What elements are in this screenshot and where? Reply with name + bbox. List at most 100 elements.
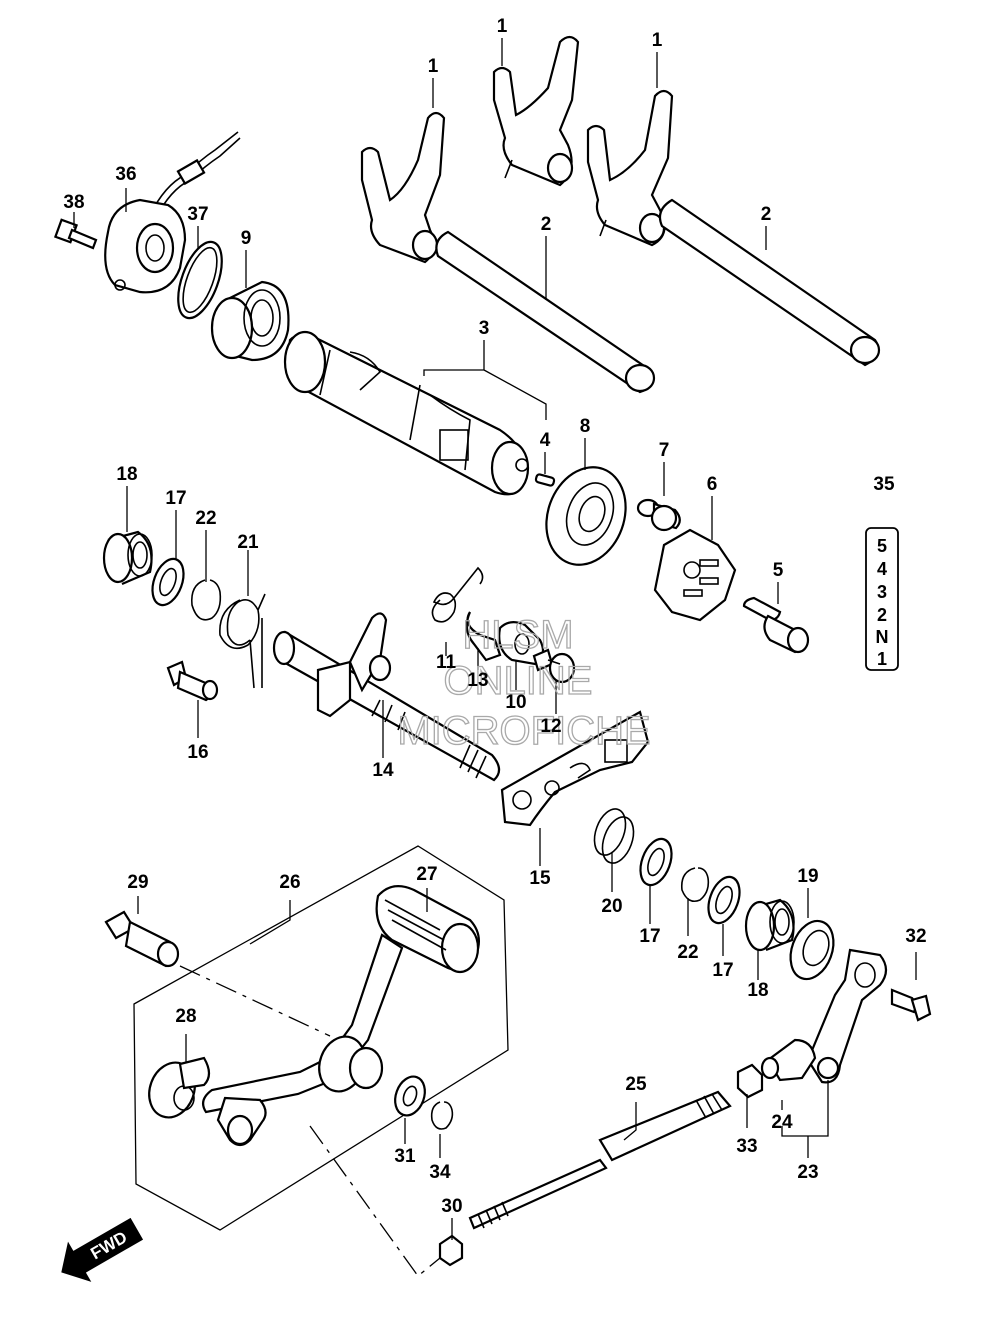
pedal-lever (201, 933, 404, 1114)
leader-lines (73, 38, 917, 1240)
gear-selector-indicator (865, 527, 899, 671)
label-10: 10 (505, 692, 526, 713)
needle-bearing-9 (210, 280, 290, 362)
bolt-32 (890, 988, 932, 1022)
label-16: 16 (187, 742, 208, 763)
label-13: 13 (467, 670, 488, 691)
label-29: 29 (127, 872, 148, 893)
label-2-right: 2 (761, 204, 772, 225)
bearing-19 (789, 919, 835, 981)
shift-arm-plate (500, 710, 650, 827)
dash-line-upper (179, 965, 331, 1037)
label-22-upper: 22 (195, 508, 216, 529)
label-31: 31 (394, 1146, 416, 1167)
label-2-left: 2 (541, 214, 552, 235)
label-25: 25 (625, 1074, 647, 1095)
label-26: 26 (279, 872, 300, 893)
label-19: 19 (797, 866, 818, 887)
label-7: 7 (659, 440, 670, 461)
pin-5 (742, 596, 810, 654)
sensor-bolt (53, 218, 98, 250)
washer-17-upper (151, 557, 185, 607)
bolt-29 (104, 910, 180, 968)
shift-fork-left (360, 111, 446, 264)
label-14: 14 (372, 760, 394, 781)
nut-33 (736, 1063, 764, 1099)
bolt-16 (166, 660, 219, 702)
label-17-middle: 17 (639, 926, 660, 947)
label-23: 23 (797, 1162, 818, 1183)
shift-rod-lower (468, 1158, 608, 1230)
pedal-assembly-frame (133, 845, 509, 1231)
shift-fork-middle (492, 35, 580, 187)
label-18-lower: 18 (747, 980, 768, 1001)
pin-4 (534, 473, 556, 487)
label-28: 28 (175, 1006, 196, 1027)
label-17-lower: 17 (712, 960, 733, 981)
pawl-13 (465, 611, 502, 662)
watermark-line-1: HLSM (462, 613, 573, 657)
pedal-clevis (216, 1096, 267, 1147)
label-34: 34 (429, 1162, 451, 1183)
bolt-7 (636, 498, 681, 532)
gear-selector-values: 5 4 3 2 N 1 (876, 536, 889, 669)
needle-bearing-18-lower (744, 898, 795, 952)
label-1-right: 1 (652, 30, 663, 51)
fwd-arrow-icon: FWD (61, 1217, 144, 1282)
label-30: 30 (441, 1196, 462, 1217)
label-1-left: 1 (428, 56, 439, 77)
return-spring-21 (219, 593, 266, 689)
label-36: 36 (115, 164, 136, 185)
gear-2: 2 (877, 605, 887, 625)
label-11: 11 (436, 652, 457, 673)
label-1-middle: 1 (497, 16, 508, 37)
label-17-upper: 17 (165, 488, 186, 509)
label-18-upper: 18 (116, 464, 137, 485)
label-37: 37 (187, 204, 208, 225)
shift-rod-25 (598, 1090, 732, 1162)
label-33: 33 (736, 1136, 757, 1157)
label-35: 35 (873, 474, 895, 495)
washer-17-mid (639, 837, 673, 887)
gearshift-shaft (272, 612, 501, 782)
label-5: 5 (773, 560, 784, 581)
gear-neutral: N (876, 627, 889, 647)
label-8: 8 (580, 416, 591, 437)
dash-line-lower (309, 1125, 441, 1277)
label-9: 9 (241, 228, 252, 249)
label-15: 15 (529, 868, 551, 889)
label-20: 20 (601, 896, 622, 917)
gear-position-sensor (104, 131, 241, 294)
o-ring (177, 240, 223, 320)
needle-bearing-18-upper (102, 530, 153, 586)
nut-30 (438, 1234, 464, 1267)
fork-shaft-right (658, 198, 881, 367)
shift-fork-right (586, 89, 674, 247)
bolt-12 (532, 648, 576, 684)
label-3: 3 (479, 318, 490, 339)
label-21: 21 (237, 532, 259, 553)
label-6: 6 (707, 474, 718, 495)
shift-cam (283, 330, 530, 496)
watermark-line-2: ONLINE (444, 659, 593, 703)
cam-stopper-plate (653, 528, 737, 622)
circlip-22-upper (190, 579, 222, 621)
joint-24 (760, 1038, 817, 1082)
pedal-pivot-28 (148, 1056, 211, 1119)
gear-3: 3 (877, 582, 887, 602)
label-27: 27 (416, 864, 437, 885)
gear-4: 4 (877, 559, 887, 579)
circlip-34 (430, 1101, 454, 1130)
watermark-line-3: MICROFICHE (397, 709, 650, 753)
gearshift-pedal-27 (375, 885, 481, 974)
watermark: HLSM ONLINE MICROFICHE (397, 612, 652, 753)
washer-17-lower (707, 875, 741, 925)
ball-bearing-8 (545, 466, 627, 566)
gear-1: 1 (877, 649, 887, 669)
label-38: 38 (63, 192, 84, 213)
gear-5: 5 (877, 536, 887, 556)
label-32: 32 (905, 926, 926, 947)
spring-11 (431, 566, 484, 623)
circlip-22-lower (680, 867, 710, 903)
